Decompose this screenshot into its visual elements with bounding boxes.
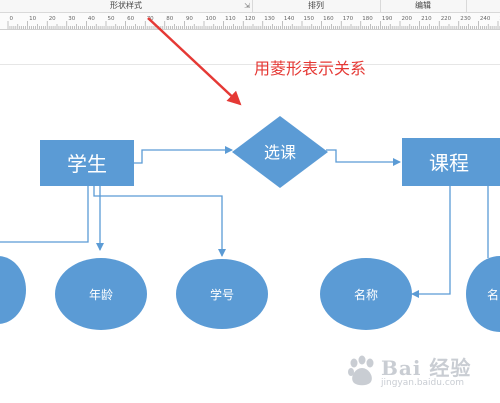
entity-student[interactable]: 学生: [40, 140, 134, 186]
ruler-label: 130: [264, 16, 275, 22]
attribute-student-id-label: 学号: [210, 287, 234, 302]
attribute-name-label: 名称: [354, 287, 378, 302]
relationship-diamond[interactable]: 选课: [232, 116, 328, 188]
ruler-label: 200: [402, 16, 413, 22]
connector-course-name: [411, 186, 451, 298]
ruler-label: 120: [245, 16, 256, 22]
annotation-text: 用菱形表示关系: [254, 59, 366, 78]
ruler-label: 150: [304, 16, 315, 22]
relationship-label: 选课: [264, 143, 296, 162]
entity-student-label: 学生: [67, 152, 107, 176]
ribbon-group-arrange[interactable]: 排列: [252, 0, 381, 12]
ruler-label: 20: [49, 16, 56, 22]
attribute-course-right-label: 名: [487, 287, 499, 302]
attribute-age[interactable]: 年龄: [55, 258, 147, 330]
entity-course[interactable]: 课程: [402, 138, 500, 186]
ribbon-group-editing[interactable]: 编辑: [380, 0, 467, 12]
annotation-arrow: [147, 17, 242, 106]
ruler-label: 30: [68, 16, 75, 22]
ruler-label: 60: [127, 16, 134, 22]
watermark-brand: Bai 经验: [381, 356, 472, 380]
ruler-label: 240: [480, 16, 491, 22]
ruler-label: 210: [421, 16, 432, 22]
page-guide-line: [0, 64, 500, 65]
baidu-jingyan-watermark: Bai 经验 jingyan.baidu.com: [345, 348, 495, 398]
ruler-label: 50: [108, 16, 115, 22]
connector-relation-course: [326, 149, 401, 166]
dialog-launcher-icon[interactable]: ⇲: [244, 2, 250, 10]
watermark-url: jingyan.baidu.com: [381, 378, 465, 388]
ruler-label: 100: [206, 16, 217, 22]
ruler-label: 190: [382, 16, 393, 22]
ruler-label: 10: [29, 16, 36, 22]
ruler-ticks: 0102030405060708090100110120130140150160…: [7, 16, 500, 29]
attribute-left-partial[interactable]: [0, 256, 26, 324]
ruler-label: 90: [186, 16, 193, 22]
ruler-label: 230: [460, 16, 471, 22]
entity-course-label: 课程: [429, 151, 469, 175]
ruler-label: 160: [323, 16, 334, 22]
ruler-label: 110: [225, 16, 236, 22]
attribute-course-right-partial[interactable]: 名: [466, 256, 500, 332]
ribbon-group-shape-styles[interactable]: 形状样式 ⇲: [0, 0, 253, 12]
attribute-name[interactable]: 名称: [320, 258, 412, 330]
horizontal-ruler[interactable]: 0102030405060708090100110120130140150160…: [0, 13, 500, 30]
paw-logo-icon: [348, 355, 374, 386]
connector-student-id: [93, 186, 226, 257]
ruler-label: 40: [88, 16, 95, 22]
ruler-label: 170: [343, 16, 354, 22]
ruler-label: 140: [284, 16, 295, 22]
ruler-label: 220: [441, 16, 452, 22]
ruler-label: 0: [10, 16, 14, 22]
ribbon-group-label: 排列: [308, 1, 324, 10]
attribute-student-id[interactable]: 学号: [176, 259, 268, 329]
ribbon-group-label: 编辑: [415, 1, 431, 10]
ribbon-bar: 形状样式 ⇲ 排列 编辑: [0, 0, 500, 13]
attribute-age-label: 年龄: [89, 288, 113, 302]
connectors: [0, 146, 489, 298]
connector-student-left-attr: [0, 186, 89, 243]
ruler-label: 80: [166, 16, 173, 22]
ruler-label: 180: [362, 16, 373, 22]
ribbon-group-label: 形状样式: [110, 1, 142, 10]
connector-student-relation: [134, 146, 233, 164]
